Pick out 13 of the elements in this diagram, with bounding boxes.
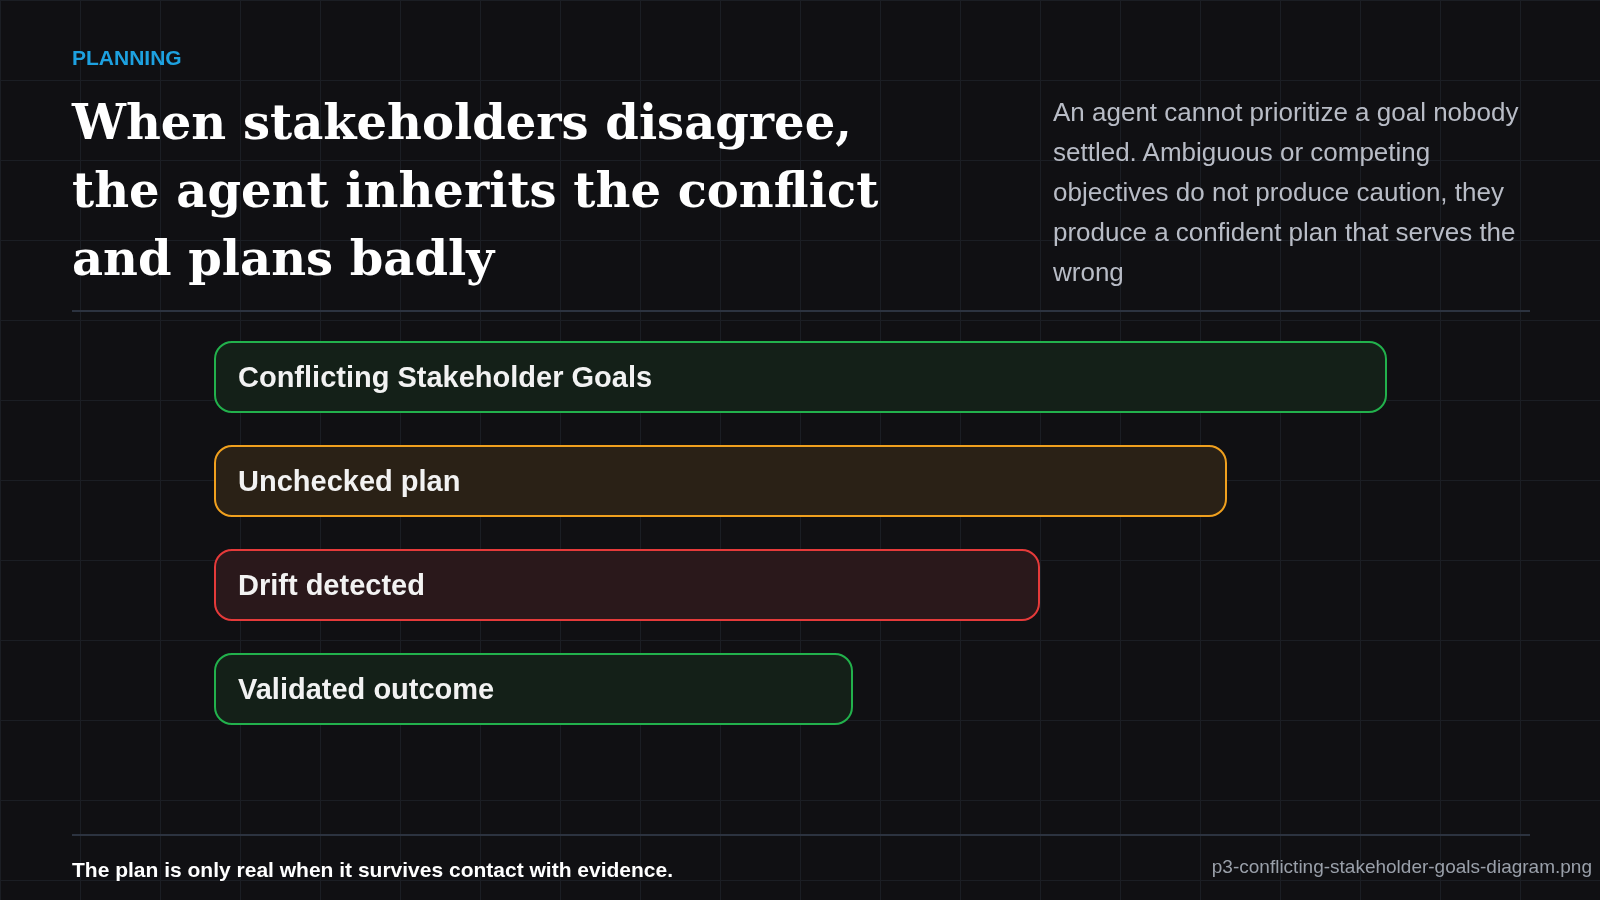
bar-label: Conflicting Stakeholder Goals — [238, 360, 653, 394]
stage-bar — [214, 549, 1040, 621]
bar-label: Unchecked plan — [238, 464, 461, 498]
bar-label: Drift detected — [238, 568, 425, 602]
footer-note: The plan is only real when it survives contact with evidence. — [72, 858, 673, 882]
stage-bar — [214, 653, 853, 725]
stage-bar — [214, 341, 1387, 413]
section-label: PLANNING — [72, 46, 182, 70]
stage-bar — [214, 445, 1227, 517]
title: When stakeholders disagree, the agent inherits the conflict and plans badly — [72, 93, 880, 288]
intro-paragraph: An agent cannot prioritize a goal nobody settled. Ambiguous or competing objectives do not produce caution, they produce a confident plan that serves the wrong — [1053, 96, 1520, 289]
file-name: p3-conflicting-stakeholder-goals-diagram.png — [1211, 856, 1592, 878]
bar-label: Validated outcome — [238, 672, 495, 706]
